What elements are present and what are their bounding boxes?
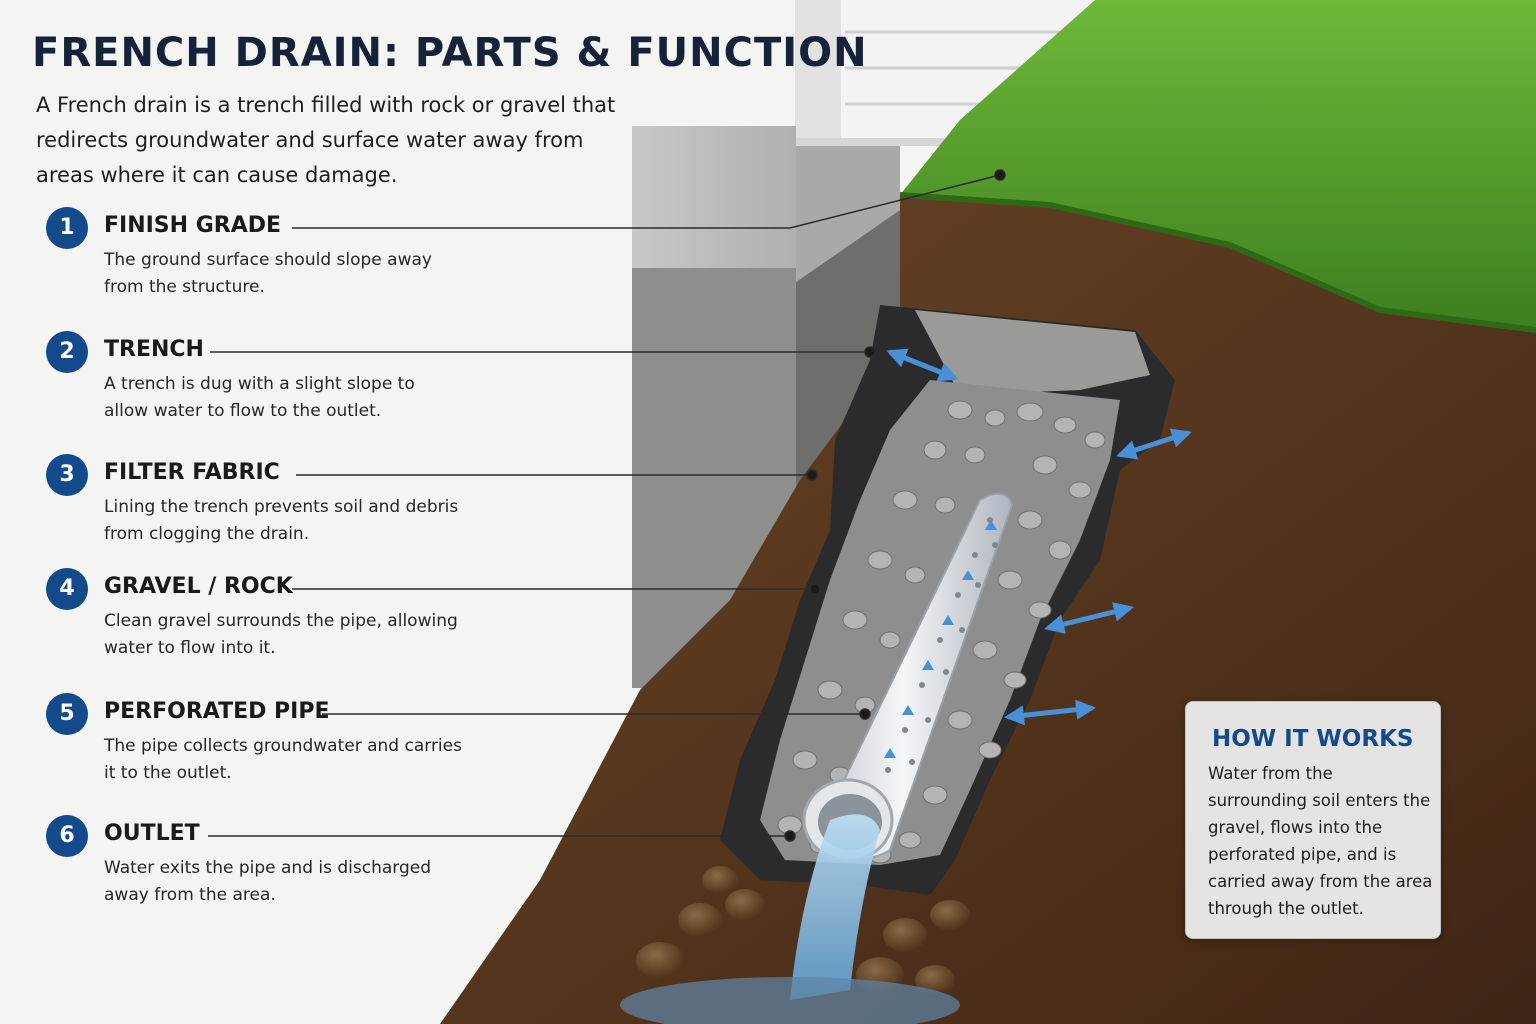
part-description: A trench is dug with a slight slope to a… [104,374,415,421]
trench-back-wall [915,310,1150,395]
part-label: PERFORATED PIPE [104,699,330,724]
part-label: TRENCH [104,337,204,362]
grass-edge [899,192,1536,333]
part-label: GRAVEL / ROCK [104,574,293,599]
part-description: Water exits the pipe and is discharged a… [104,858,432,905]
grass-lawn [900,0,1536,330]
water-flow-arrows [886,348,1192,726]
part-number-badge: 1 [46,207,88,249]
part-number-badge: 6 [46,815,88,857]
part-label: FILTER FABRIC [104,460,280,485]
page-title: FRENCH DRAIN: PARTS & FUNCTION [32,30,868,76]
how-it-works-text: Water from the surrounding soil enters t… [1208,764,1433,918]
part-description: Clean gravel surrounds the pipe, allowin… [104,611,458,658]
intro-text: A French drain is a trench filled with r… [36,93,616,187]
part-label: FINISH GRADE [104,213,282,238]
how-it-works-title: HOW IT WORKS [1212,726,1414,752]
outlet-water-pool [620,977,960,1024]
outlet-water-stream [790,814,880,1000]
how-it-works-card: HOW IT WORKS Water from the surrounding … [1185,701,1441,939]
leader-lines [208,169,1006,842]
part-number-badge: 3 [46,454,88,496]
part-description: Lining the trench prevents soil and debr… [104,497,459,544]
part-label: OUTLET [104,821,200,846]
part-number-badge: 4 [46,568,88,610]
part-number-badge: 5 [46,693,88,735]
part-number-badge: 2 [46,331,88,373]
part-description: The ground surface should slope away fro… [104,250,432,297]
part-description: The pipe collects groundwater and carrie… [104,736,462,783]
